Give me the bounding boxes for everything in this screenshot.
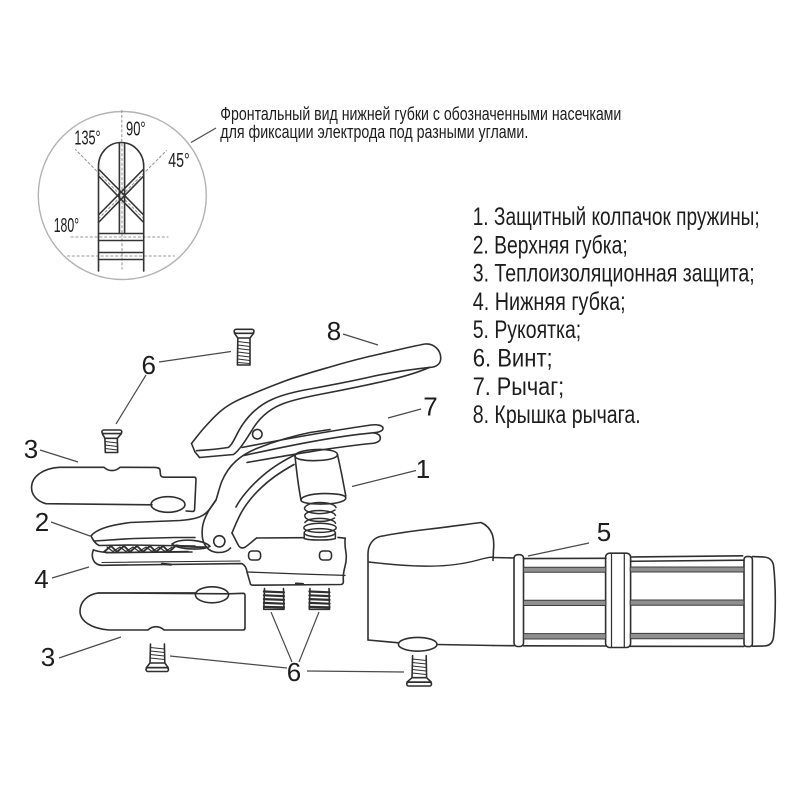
svg-text:для фиксации электрода под раз: для фиксации электрода под разными углам… — [220, 121, 528, 142]
svg-text:3: 3 — [24, 434, 38, 464]
svg-text:3: 3 — [41, 642, 55, 672]
svg-text:4. Нижняя губка;: 4. Нижняя губка; — [473, 288, 626, 316]
svg-text:8. Крышка рычага.: 8. Крышка рычага. — [473, 401, 641, 429]
svg-text:6: 6 — [287, 657, 301, 687]
svg-text:180°: 180° — [54, 215, 79, 237]
svg-text:5. Рукоятка;: 5. Рукоятка; — [473, 316, 582, 344]
svg-text:2: 2 — [35, 507, 49, 537]
svg-text:5: 5 — [597, 517, 611, 547]
svg-text:2. Верхняя губка;: 2. Верхняя губка; — [473, 231, 628, 259]
svg-text:1: 1 — [416, 454, 430, 484]
svg-text:6: 6 — [141, 350, 155, 380]
svg-text:8: 8 — [327, 316, 341, 346]
svg-text:45°: 45° — [168, 150, 190, 172]
svg-text:1. Защитный колпачок пружины;: 1. Защитный колпачок пружины; — [473, 203, 760, 231]
svg-text:135°: 135° — [74, 128, 100, 150]
svg-text:4: 4 — [34, 564, 48, 594]
svg-text:3. Теплоизоляционная защита;: 3. Теплоизоляционная защита; — [473, 260, 755, 288]
svg-text:7. Рычаг;: 7. Рычаг; — [473, 373, 565, 401]
svg-text:90°: 90° — [126, 118, 146, 140]
svg-text:7: 7 — [423, 392, 437, 422]
svg-text:Фронтальный вид нижней губки с: Фронтальный вид нижней губки с обозначен… — [220, 103, 621, 124]
svg-text:6. Винт;: 6. Винт; — [473, 345, 553, 373]
